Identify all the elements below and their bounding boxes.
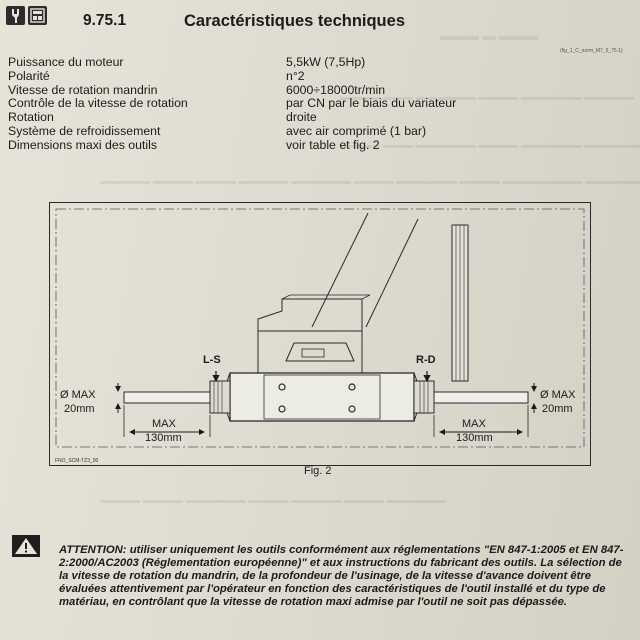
figure-caption: Fig. 2	[304, 465, 332, 477]
bolt	[348, 405, 356, 413]
spec-label: Dimensions maxi des outils	[8, 137, 157, 152]
spec-value: 6000÷18000tr/min	[286, 82, 386, 97]
left-side-label: L-S	[203, 354, 221, 366]
specs-table: Puissance du moteur 5,5kW (7,5Hp) Polari…	[8, 55, 628, 153]
collet-left	[209, 380, 231, 414]
spec-row: Vitesse de rotation mandrin 6000÷18000tr…	[8, 82, 628, 98]
wrench-icon	[6, 6, 25, 25]
spec-row: Système de refroidissement avec air comp…	[8, 123, 628, 139]
bleed-through-text: ▬▬▬▬ ▬▬▬ ▬▬▬▬▬▬ ▬▬▬▬ ▬▬▬▬▬▬ ▬▬▬▬▬▬▬	[340, 140, 640, 151]
spec-row: Polarité n°2	[8, 68, 628, 84]
support-arm	[311, 212, 369, 328]
spec-label: Puissance du moteur	[8, 55, 124, 69]
spec-row: Rotation droite	[8, 110, 628, 125]
spec-row: Puissance du moteur 5,5kW (7,5Hp)	[8, 55, 628, 70]
spec-row: Dimensions maxi des outils voir table et…	[8, 137, 628, 153]
spec-value: 5,5kW (7,5Hp)	[286, 55, 366, 69]
motor-housing	[257, 298, 363, 332]
page-title: Caractéristiques techniques	[184, 12, 405, 30]
spec-label: Système de refroidissement	[8, 123, 161, 138]
spindle-center-block	[263, 374, 381, 420]
spec-label: Polarité	[8, 68, 50, 83]
left-diameter-value: 20mm	[64, 403, 95, 415]
right-diameter-value: 20mm	[542, 403, 573, 415]
header-icons	[6, 6, 47, 25]
spec-value: n°2	[286, 68, 305, 83]
bleed-through-text: ▬▬▬▬ ▬▬▬▬ ▬▬▬▬▬▬ ▬▬▬▬ ▬▬▬▬▬ ▬▬▬▬ ▬▬▬▬▬▬	[100, 495, 447, 506]
left-diameter-label: Ø MAX	[60, 389, 96, 401]
junction-box-detail	[301, 348, 325, 358]
left-length-label: MAX	[152, 418, 176, 430]
motor-housing-top	[281, 294, 371, 300]
right-length-label: MAX	[462, 418, 486, 430]
bleed-through-text: ▬▬▬ ▬ ▬▬▬	[440, 28, 539, 43]
spec-value: droite	[286, 110, 317, 125]
spec-value: avec air comprimé (1 bar)	[286, 123, 427, 138]
bolt	[348, 383, 356, 391]
reference-code: (fig_1_C_norm_M7_9_75.1)	[560, 48, 623, 54]
right-side-label: R-D	[416, 354, 436, 366]
bolt	[278, 405, 286, 413]
bolt	[278, 383, 286, 391]
warning-triangle-icon	[12, 535, 40, 562]
spindle-drawing	[55, 208, 585, 448]
support-arm	[365, 218, 419, 328]
spec-label: Contrôle de la vitesse de rotation	[8, 96, 188, 111]
left-length-value: 130mm	[145, 432, 182, 444]
tool-left	[123, 391, 211, 404]
spec-value: voir table et fig. 2	[286, 137, 380, 152]
spec-label: Rotation	[8, 110, 54, 125]
figure-2-frame	[49, 202, 591, 466]
frame-centerline	[55, 208, 585, 448]
spec-value: par CN par le biais du variateur	[286, 96, 457, 111]
junction-box	[285, 342, 355, 362]
machine-panel-icon	[28, 6, 47, 25]
figure-code: FNO_SCM-TZ3_00	[55, 458, 99, 464]
section-number: 9.75.1	[83, 12, 127, 29]
tool-right	[433, 391, 529, 404]
bleed-through-text: ▬▬▬▬ ▬▬▬ ▬▬▬▬▬▬ ▬▬▬▬ ▬▬▬▬▬▬ ▬▬▬▬▬	[340, 92, 634, 103]
spec-row: Contrôle de la vitesse de rotation par C…	[8, 97, 628, 111]
spindle-body	[229, 372, 415, 422]
warning-text: ATTENTION: utiliser uniquement les outil…	[59, 544, 624, 608]
bleed-through-text: ▬▬▬▬▬ ▬▬▬▬ ▬▬▬▬ ▬▬▬▬▬ ▬▬▬▬▬▬ ▬▬▬▬ ▬▬▬▬▬▬…	[100, 176, 640, 187]
right-length-value: 130mm	[456, 432, 493, 444]
spec-label: Vitesse de rotation mandrin	[8, 82, 158, 97]
right-diameter-label: Ø MAX	[540, 389, 576, 401]
